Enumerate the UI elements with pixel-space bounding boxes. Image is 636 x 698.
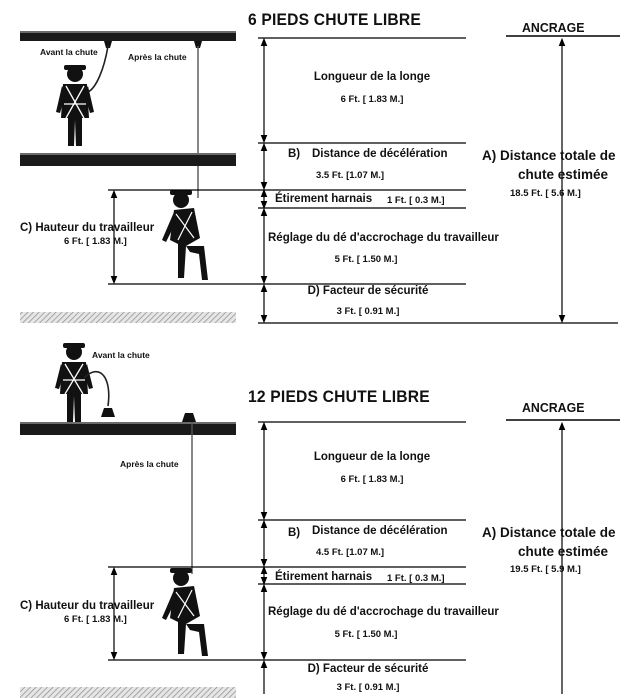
harness-stretch-value: 1 Ft. [ 0.3 M.] bbox=[387, 573, 445, 584]
deceleration-label: Distance de décélération bbox=[312, 148, 448, 160]
diagram-graphics bbox=[20, 343, 620, 698]
total-fall-label-line2: chute estimée bbox=[518, 167, 609, 182]
harness-straps-after bbox=[175, 211, 195, 241]
safety-factor-value: 3 Ft. [ 0.91 M.] bbox=[336, 682, 400, 693]
working-surface-beam bbox=[20, 153, 236, 166]
before-fall-label: Avant la chute bbox=[40, 47, 98, 57]
safety-factor-label: D) Facteur de sécurité bbox=[307, 285, 429, 297]
harness-straps-before bbox=[63, 363, 85, 395]
lanyard-before bbox=[83, 371, 110, 407]
anchor-label: ANCRAGE bbox=[522, 20, 585, 35]
worker-height-label: C) Hauteur du travailleur bbox=[20, 222, 155, 234]
worker-height-value: 6 Ft. [ 1.83 M.] bbox=[64, 236, 127, 247]
diagram-graphics bbox=[20, 31, 620, 324]
lanyard-before bbox=[87, 45, 109, 93]
deceleration-label: Distance de décélération bbox=[312, 525, 448, 537]
anchor-clip-after bbox=[194, 41, 202, 48]
reference-lines bbox=[108, 37, 618, 324]
total-fall-label-line1: A) Distance totale de bbox=[482, 525, 616, 540]
total-fall-value: 18.5 Ft. [ 5.6 M.] bbox=[510, 188, 581, 199]
reference-lines bbox=[108, 421, 466, 661]
harness-straps-after bbox=[175, 589, 195, 619]
worker-hanging-figure bbox=[162, 190, 208, 280]
worker-hanging-figure bbox=[162, 568, 208, 656]
ground-hatched bbox=[20, 312, 236, 323]
total-fall-label-line2: chute estimée bbox=[518, 544, 609, 559]
lanyard-length-value: 6 Ft. [ 1.83 M.] bbox=[340, 474, 404, 485]
deceleration-prefix: B) bbox=[288, 148, 301, 160]
diagram-12ft-free-fall: 12 PIEDS CHUTE LIBRE ANCRAGE Avant la ch… bbox=[0, 338, 636, 698]
deceleration-prefix: B) bbox=[288, 527, 301, 539]
anchor-clip-before bbox=[101, 408, 115, 417]
harness-stretch-value: 1 Ft. [ 0.3 M.] bbox=[387, 195, 445, 206]
deceleration-value: 4.5 Ft. [1.07 M.] bbox=[316, 547, 385, 558]
panel-title: 6 PIEDS CHUTE LIBRE bbox=[248, 10, 421, 29]
lanyard-length-label: Longueur de la longe bbox=[313, 71, 431, 83]
diagram-6ft-free-fall: 6 PIEDS CHUTE LIBRE ANCRAGE Avant la chu… bbox=[0, 0, 636, 338]
anchor-beam bbox=[20, 422, 236, 435]
harness-stretch-label: Étirement harnais bbox=[275, 193, 373, 205]
safety-factor-label: D) Facteur de sécurité bbox=[307, 663, 429, 675]
worker-height-label: C) Hauteur du travailleur bbox=[20, 600, 155, 612]
anchor-clip-before bbox=[104, 41, 112, 48]
d-ring-label: Réglage du dé d'accrochage du travailleu… bbox=[268, 606, 499, 618]
d-ring-value: 5 Ft. [ 1.50 M.] bbox=[334, 254, 398, 265]
lanyard-length-value: 6 Ft. [ 1.83 M.] bbox=[340, 94, 404, 105]
after-fall-label: Après la chute bbox=[120, 459, 179, 469]
deceleration-value: 3.5 Ft. [1.07 M.] bbox=[316, 170, 385, 181]
total-fall-label-line1: A) Distance totale de bbox=[482, 148, 616, 163]
worker-height-value: 6 Ft. [ 1.83 M.] bbox=[64, 614, 127, 625]
d-ring-value: 5 Ft. [ 1.50 M.] bbox=[334, 629, 398, 640]
harness-stretch-label: Étirement harnais bbox=[275, 571, 373, 583]
before-fall-label: Avant la chute bbox=[92, 350, 150, 360]
panel-title: 12 PIEDS CHUTE LIBRE bbox=[248, 387, 430, 406]
safety-factor-value: 3 Ft. [ 0.91 M.] bbox=[336, 306, 400, 317]
worker-standing-figure bbox=[55, 343, 93, 422]
total-fall-value: 19.5 Ft. [ 5.9 M.] bbox=[510, 564, 581, 575]
anchor-label: ANCRAGE bbox=[522, 400, 585, 415]
harness-straps-before bbox=[64, 85, 86, 119]
d-ring-label: Réglage du dé d'accrochage du travailleu… bbox=[268, 232, 499, 244]
anchor-beam bbox=[20, 31, 236, 41]
after-fall-label: Après la chute bbox=[128, 52, 187, 62]
anchor-clip-after bbox=[182, 413, 196, 422]
ground-hatched bbox=[20, 687, 236, 698]
worker-standing-figure bbox=[56, 65, 94, 146]
lanyard-length-label: Longueur de la longe bbox=[313, 451, 431, 463]
